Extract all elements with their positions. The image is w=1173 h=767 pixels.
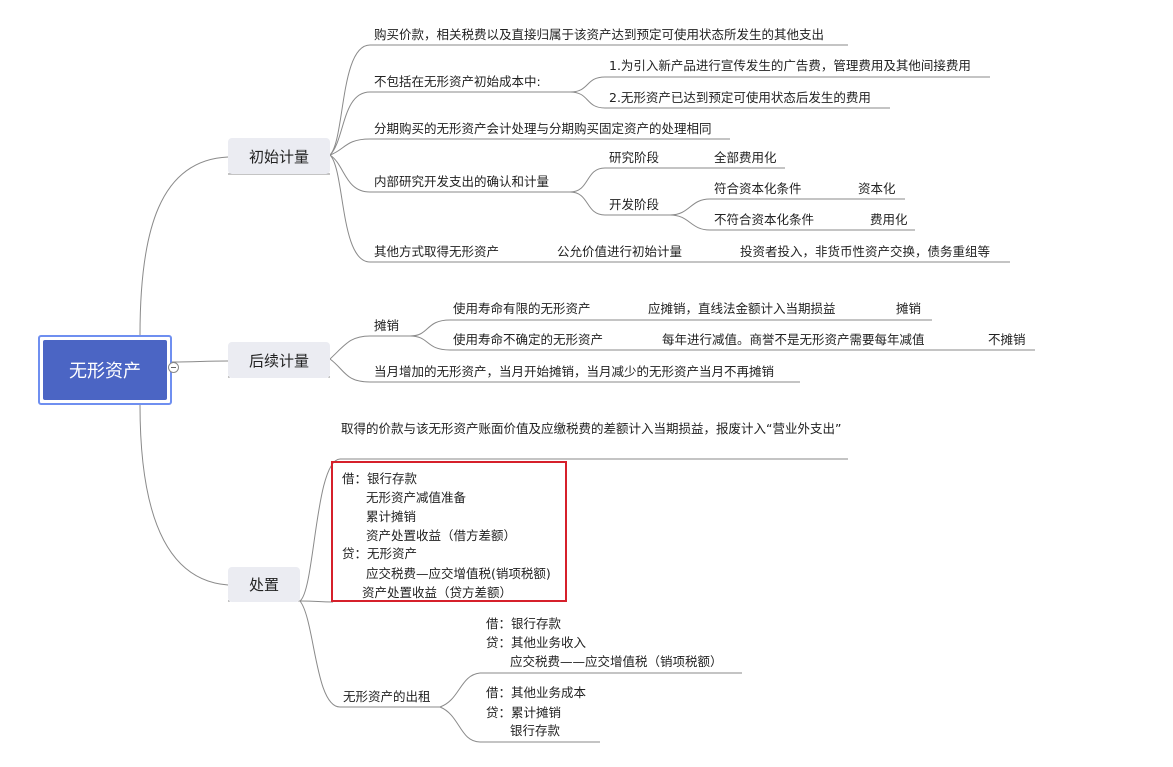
node-dev-meet-result[interactable]: 资本化 bbox=[858, 181, 896, 196]
collapse-toggle-icon[interactable] bbox=[168, 362, 179, 373]
lease-entry-1-line-3: 应交税费——应交增值税（销项税额） bbox=[510, 654, 723, 669]
node-indefinite-result[interactable]: 不摊销 bbox=[988, 332, 1026, 347]
node-dev-not-result[interactable]: 费用化 bbox=[870, 212, 908, 227]
node-finite-result[interactable]: 摊销 bbox=[896, 301, 922, 316]
node-installment[interactable]: 分期购买的无形资产会计处理与分期购买固定资产的处理相同 bbox=[374, 121, 712, 136]
node-other-examples[interactable]: 投资者投入，非货币性资产交换，债务重组等 bbox=[740, 244, 991, 259]
node-other-label[interactable]: 其他方式取得无形资产 bbox=[374, 244, 500, 259]
node-amort-timing[interactable]: 当月增加的无形资产，当月开始摊销，当月减少的无形资产当月不再摊销 bbox=[374, 364, 775, 379]
root-label: 无形资产 bbox=[43, 340, 167, 400]
entry-line-7: 资产处置收益（贷方差额） bbox=[362, 585, 513, 600]
entry-line-4: 资产处置收益（借方差额） bbox=[366, 528, 517, 543]
node-indefinite[interactable]: 使用寿命不确定的无形资产 bbox=[453, 332, 604, 347]
branch-initial-measurement[interactable]: 初始计量 bbox=[228, 138, 330, 174]
entry-line-5: 贷：无形资产 bbox=[342, 546, 418, 561]
node-finite-detail[interactable]: 应摊销，直线法金额计入当期损益 bbox=[648, 301, 836, 316]
lease-entry-2-line-2: 贷：累计摊销 bbox=[486, 705, 562, 720]
node-other-measure[interactable]: 公允价值进行初始计量 bbox=[557, 244, 683, 259]
node-exclude-2[interactable]: 2.无形资产已达到预定可使用状态后发生的费用 bbox=[609, 90, 871, 105]
entry-line-6: 应交税费—应交增值税(销项税额) bbox=[366, 566, 551, 581]
node-amort-label[interactable]: 摊销 bbox=[374, 318, 400, 333]
entry-line-1: 借：银行存款 bbox=[342, 471, 418, 486]
node-dev-not[interactable]: 不符合资本化条件 bbox=[714, 212, 815, 227]
node-lease-label[interactable]: 无形资产的出租 bbox=[343, 689, 431, 704]
branch-subsequent-measurement[interactable]: 后续计量 bbox=[228, 342, 330, 378]
node-rd-label[interactable]: 内部研究开发支出的确认和计量 bbox=[374, 174, 550, 189]
node-purchase-price[interactable]: 购买价款，相关税费以及直接归属于该资产达到预定可使用状态所发生的其他支出 bbox=[374, 27, 825, 42]
lease-entry-2-line-1: 借：其他业务成本 bbox=[486, 685, 587, 700]
node-research[interactable]: 研究阶段 bbox=[609, 150, 660, 165]
node-indefinite-detail[interactable]: 每年进行减值。商誉不是无形资产需要每年减值 bbox=[662, 332, 925, 347]
node-exclude-label[interactable]: 不包括在无形资产初始成本中: bbox=[374, 74, 541, 89]
node-dev-meet[interactable]: 符合资本化条件 bbox=[714, 181, 802, 196]
highlight-box bbox=[331, 461, 567, 602]
node-development[interactable]: 开发阶段 bbox=[609, 197, 660, 212]
node-exclude-1[interactable]: 1.为引入新产品进行宣传发生的广告费，管理费用及其他间接费用 bbox=[609, 58, 971, 73]
entry-line-2: 无形资产减值准备 bbox=[366, 490, 467, 505]
lease-entry-1-line-2: 贷：其他业务收入 bbox=[486, 635, 587, 650]
branch-disposal[interactable]: 处置 bbox=[228, 567, 300, 602]
node-research-result[interactable]: 全部费用化 bbox=[714, 150, 777, 165]
node-disposal-gain-note[interactable]: 取得的价款与该无形资产账面价值及应缴税费的差额计入当期损益，报废计入“营业外支出… bbox=[341, 421, 842, 436]
lease-entry-1-line-1: 借：银行存款 bbox=[486, 616, 562, 631]
entry-line-3: 累计摊销 bbox=[366, 509, 417, 524]
lease-entry-2-line-3: 银行存款 bbox=[510, 723, 561, 738]
root-node[interactable]: 无形资产 bbox=[38, 335, 172, 405]
node-finite[interactable]: 使用寿命有限的无形资产 bbox=[453, 301, 591, 316]
